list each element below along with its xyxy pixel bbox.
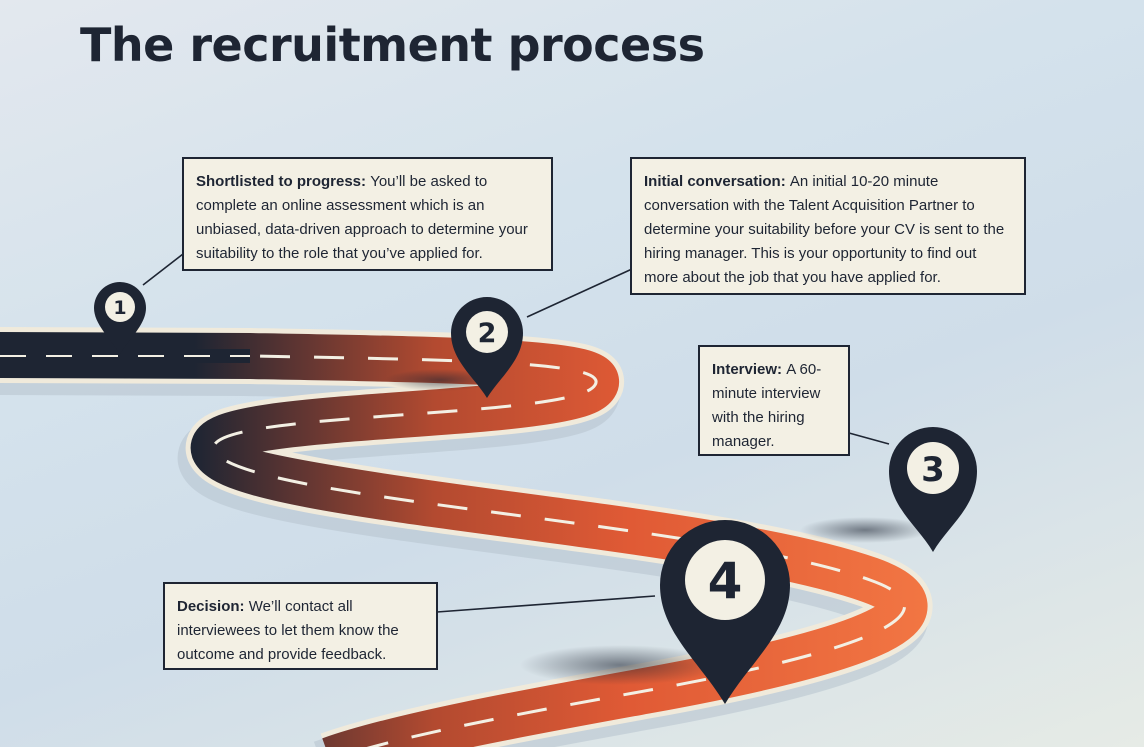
step-1-number: 1 (113, 297, 126, 319)
connector-4 (436, 595, 656, 613)
step-4-pin: 4 (660, 520, 790, 704)
connector-2 (526, 268, 633, 318)
step-1-text: You’ll be asked to complete an online as… (196, 173, 528, 262)
step-3-card: Interview: A 60-minute interview with th… (698, 345, 850, 456)
connector-3 (848, 432, 890, 445)
step-3-pin: 3 (889, 427, 977, 552)
connector-1 (142, 253, 184, 286)
step-2-text: An initial 10-20 minute conversation wit… (644, 173, 1005, 286)
step-1-pin: 1 (94, 282, 146, 354)
step-1-card: Shortlisted to progress: You’ll be asked… (182, 157, 553, 271)
step-2-pin: 2 (451, 297, 523, 398)
step-2-number: 2 (478, 318, 497, 349)
step-3-number: 3 (921, 450, 945, 490)
connectors (142, 253, 890, 613)
step-4-text: We’ll contact all interviewees to let th… (177, 598, 399, 663)
step-3-heading: Interview: (712, 361, 787, 378)
step-2-card: Initial conversation: An initial 10-20 m… (630, 157, 1026, 295)
step-4-card: Decision: We’ll contact all interviewees… (163, 582, 438, 670)
page-title: The recruitment process (80, 18, 705, 72)
step-3-text: A 60-minute interview with the hiring ma… (712, 361, 822, 450)
step-1-heading: Shortlisted to progress: (196, 173, 371, 190)
step-4-heading: Decision: (177, 598, 249, 615)
step-2-heading: Initial conversation: (644, 173, 790, 190)
pin-shadows (33, 332, 930, 685)
step-4-number: 4 (708, 552, 743, 610)
road-start (0, 349, 250, 363)
road (0, 327, 933, 747)
